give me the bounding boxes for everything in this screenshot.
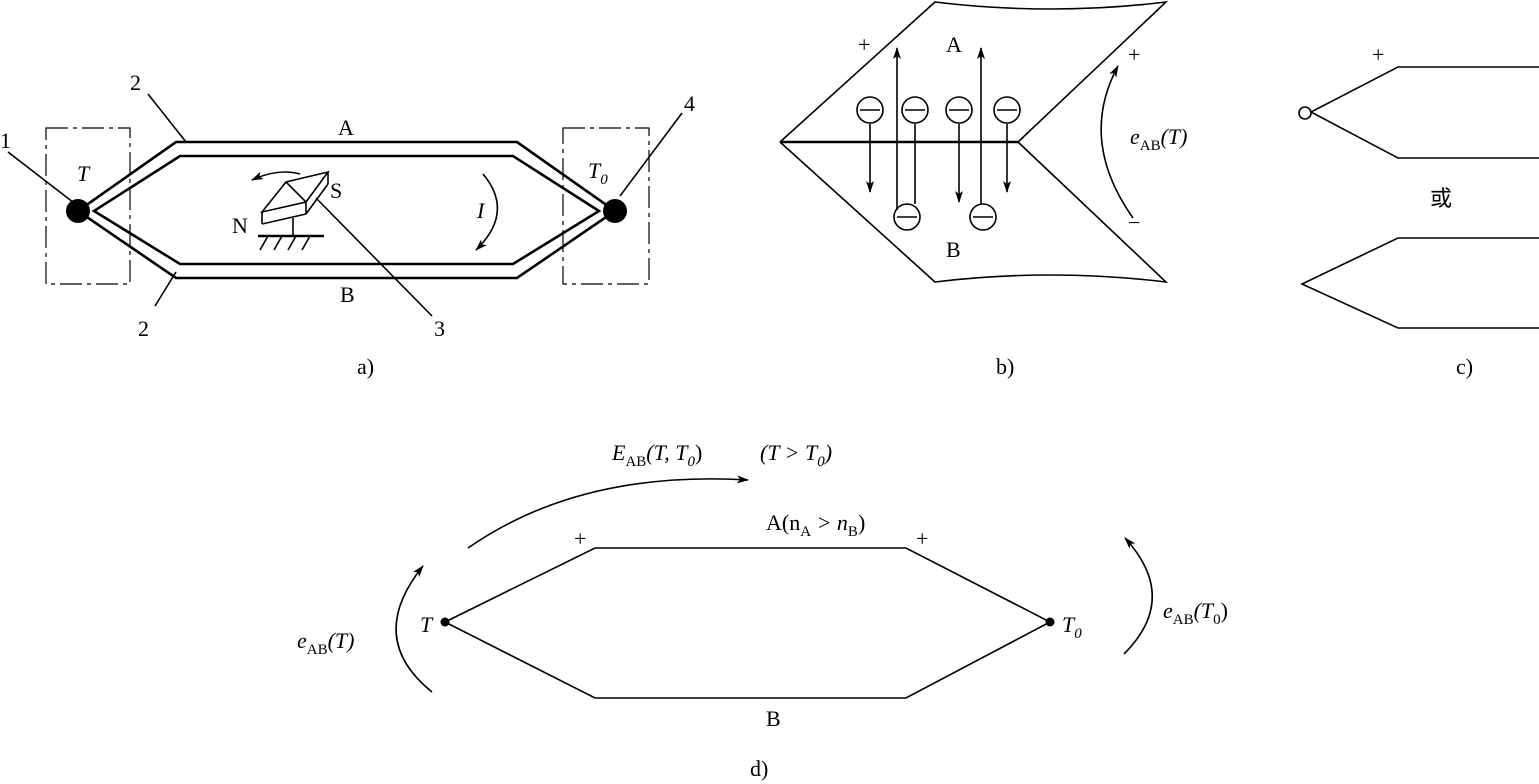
hot-temp-label: T (77, 161, 91, 186)
current-label: I (476, 198, 486, 223)
callout-2-bottom: 2 (138, 316, 149, 341)
panel-a: A B T T0 I N S 1 2 2 3 4 a) (0, 70, 695, 379)
plus-right: + (916, 526, 928, 551)
total-emf-arrow (467, 475, 749, 549)
conductor-inner (91, 154, 602, 266)
conductor-b-region (779, 141, 1169, 284)
junction-circle-icon (1298, 106, 1312, 120)
panel-c: + 或 c) (1298, 42, 1539, 379)
electrons-a (856, 96, 1021, 124)
north-pole-label: N (232, 213, 248, 238)
hot-junction-dot (66, 199, 90, 223)
hot-junction-dot (440, 617, 450, 627)
plus-sign: + (1372, 42, 1384, 67)
hot-temp-label: T (420, 612, 434, 637)
plus-left: + (858, 32, 870, 57)
or-text: 或 (1430, 187, 1452, 212)
junction-symbol-2 (1300, 237, 1539, 329)
minus-sign: − (1128, 210, 1140, 235)
junction-symbol-1 (1309, 66, 1539, 159)
caption-a: a) (357, 354, 374, 379)
cold-temp-label: T0 (588, 158, 608, 188)
caption-c: c) (1456, 354, 1473, 379)
conductor-a-region (779, 0, 1169, 143)
callout-3: 3 (434, 316, 445, 341)
callout-2-top: 2 (130, 70, 141, 95)
cold-junction-dot (603, 199, 627, 223)
caption-d: d) (750, 756, 768, 781)
wire-b-label: B (766, 706, 781, 731)
wire-a-label: A(nA > nB) (766, 510, 865, 540)
plus-right: + (1128, 42, 1140, 67)
south-pole-label: S (330, 178, 342, 203)
emf-label: eAB(T) (1130, 124, 1188, 154)
compass-needle-icon (251, 170, 330, 251)
cold-junction-box (562, 127, 650, 285)
wire-a-label: A (338, 115, 354, 140)
electrons-b (893, 203, 997, 231)
leader-4 (619, 112, 683, 197)
leader-3 (315, 197, 433, 317)
diffusion-arrows (866, 47, 1011, 210)
callout-1: 1 (0, 128, 11, 153)
left-emf-label: eAB(T) (297, 628, 355, 658)
emf-arrow (1100, 65, 1134, 219)
cold-junction-dot (1045, 617, 1055, 627)
thermocouple-loop (443, 547, 1052, 699)
conductor-outer (75, 140, 618, 280)
plus-left: + (574, 526, 586, 551)
left-emf-arrow (395, 565, 433, 693)
conductor-b-label: B (946, 237, 961, 262)
total-emf-label: EAB(T, T0) (611, 440, 702, 470)
leader-1 (7, 151, 79, 207)
hot-junction-box (45, 127, 131, 285)
right-emf-label: eAB(T0) (1163, 598, 1228, 628)
leader-2-bottom (154, 271, 177, 307)
cold-temp-label: T0 (1062, 612, 1082, 642)
leader-2-top (147, 93, 187, 143)
callout-4: 4 (684, 91, 695, 116)
panel-b: A B + + − eAB(T) b) (779, 0, 1188, 379)
right-emf-arrow (1123, 537, 1153, 655)
conductor-a-label: A (946, 32, 962, 57)
panel-d: EAB(T, T0) (T > T0) A(nA > nB) B + + T T… (297, 440, 1228, 781)
temperature-condition: (T > T0) (760, 440, 832, 470)
current-arrow (475, 173, 499, 251)
caption-b: b) (996, 354, 1014, 379)
wire-b-label: B (340, 282, 355, 307)
